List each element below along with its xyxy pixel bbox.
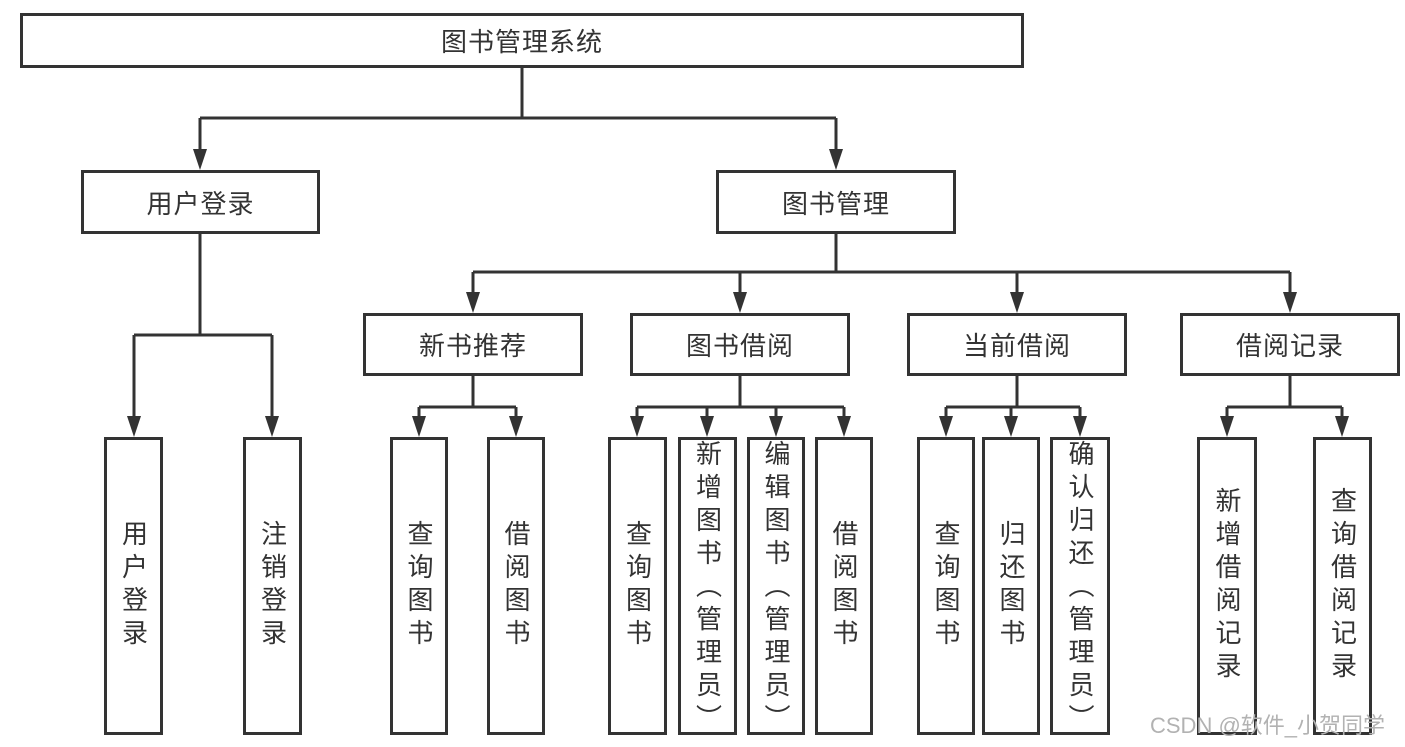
node-root-label: 图书管理系统 [440, 27, 603, 57]
leaf-query-borrow-record: 查询借阅记录 [1313, 437, 1372, 735]
node-book-management: 图书管理 [716, 170, 956, 234]
node-current-borrowing: 当前借阅 [907, 313, 1127, 376]
leaf-add-borrow-record: 新增借阅记录 [1197, 437, 1257, 735]
leaf-edit-book-admin: 编辑图书（管理员） [747, 437, 805, 737]
node-user-login-label: 用户登录 [146, 188, 255, 219]
leaf-borrow-books-label: 借阅图书 [829, 520, 859, 652]
leaf-user-login-label: 用户登录 [118, 520, 149, 652]
node-user-login: 用户登录 [81, 170, 320, 234]
leaf-query-books-borrow: 查询图书 [608, 437, 667, 735]
leaf-return-books: 归还图书 [982, 437, 1040, 735]
arrowheads [127, 149, 1349, 437]
node-root-system: 图书管理系统 [20, 13, 1024, 68]
leaf-add-book-admin: 新增图书（管理员） [678, 437, 737, 737]
node-book-borrowing-label: 图书借阅 [685, 331, 794, 361]
csdn-watermark: CSDN @软件_小贺同学 [1150, 713, 1386, 738]
leaf-logout-label: 注销登录 [257, 520, 288, 652]
leaf-confirm-return-admin-label: 确认归还（管理员） [1065, 440, 1095, 737]
leaf-return-books-label: 归还图书 [996, 520, 1026, 652]
leaf-user-login: 用户登录 [104, 437, 163, 735]
leaf-borrow-books-recommend-label: 借阅图书 [501, 520, 531, 652]
leaf-query-borrow-record-label: 查询借阅记录 [1327, 487, 1358, 685]
node-new-book-recommend: 新书推荐 [363, 313, 583, 376]
leaf-query-books-recommend-label: 查询图书 [404, 520, 434, 652]
node-new-book-recommend-label: 新书推荐 [418, 331, 527, 361]
leaf-add-borrow-record-label: 新增借阅记录 [1212, 487, 1242, 685]
leaf-confirm-return-admin: 确认归还（管理员） [1050, 437, 1110, 737]
leaf-borrow-books: 借阅图书 [815, 437, 873, 735]
node-book-management-label: 图书管理 [781, 188, 890, 219]
leaf-query-books-current: 查询图书 [917, 437, 975, 735]
leaf-add-book-admin-label: 新增图书（管理员） [692, 440, 723, 737]
leaf-borrow-books-recommend: 借阅图书 [487, 437, 545, 735]
node-borrowing-records-label: 借阅记录 [1235, 331, 1344, 361]
leaf-query-books-current-label: 查询图书 [931, 520, 961, 652]
leaf-logout: 注销登录 [243, 437, 302, 735]
leaf-query-books-recommend: 查询图书 [390, 437, 448, 735]
leaf-edit-book-admin-label: 编辑图书（管理员） [761, 440, 791, 737]
leaf-query-books-borrow-label: 查询图书 [622, 520, 653, 652]
node-borrowing-records: 借阅记录 [1180, 313, 1400, 376]
node-current-borrowing-label: 当前借阅 [962, 331, 1071, 361]
node-book-borrowing: 图书借阅 [630, 313, 850, 376]
